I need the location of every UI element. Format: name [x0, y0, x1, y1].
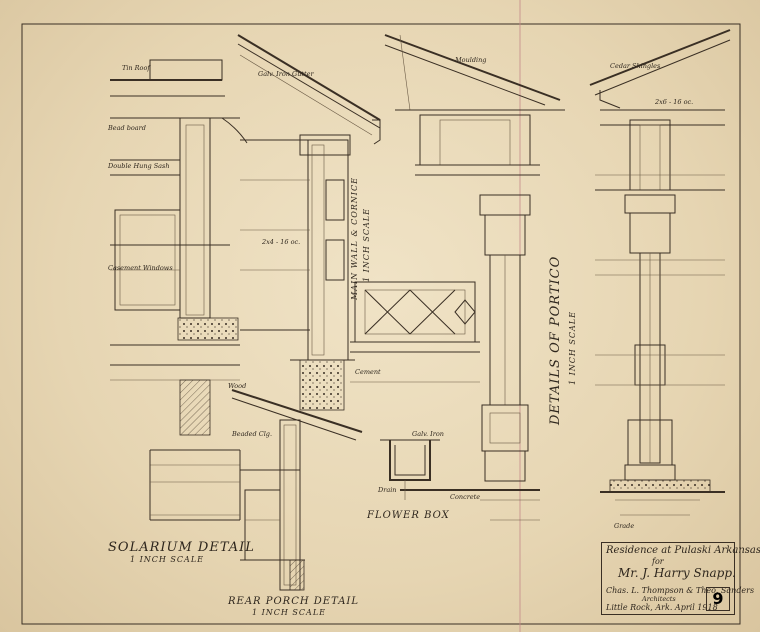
note-grade: Grade: [614, 522, 635, 530]
title-block-project: Residence at Pulaski Arkansas: [606, 545, 760, 556]
flower-box-detail: [380, 439, 440, 500]
note-2x6: 2x6 - 16 oc.: [655, 98, 694, 106]
note-cement: Cement: [355, 368, 381, 376]
title-block: Residence at Pulaski Arkansas for Mr. J.…: [601, 542, 760, 615]
note-cedar-shingles: Cedar Shingles: [610, 62, 661, 70]
sheet-number: 9: [706, 587, 730, 611]
note-casement: Casement Windows: [108, 264, 173, 272]
solarium-detail-title: SOLARIUM DETAIL: [108, 540, 255, 555]
note-wood: Wood: [228, 382, 247, 390]
note-tin-roof: Tin Roof: [122, 64, 150, 72]
solarium-detail: [110, 59, 248, 521]
note-beaded-ceiling: Beaded Clg.: [232, 430, 273, 438]
title-block-for: for: [652, 557, 664, 566]
rear-porch-detail-title: REAR PORCH DETAIL: [228, 596, 360, 607]
note-concrete: Concrete: [450, 493, 481, 501]
title-block-location-date: Little Rock, Ark. April 1918: [606, 603, 718, 612]
note-bead-board: Bead board: [108, 124, 146, 132]
note-gutter: Galv. Iron Gutter: [258, 70, 314, 78]
portico-details-title: DETAILS OF PORTICO: [548, 255, 563, 425]
main-wall-cornice-detail: [237, 34, 381, 411]
portico-column-detail: [384, 34, 565, 521]
note-galv-iron: Galv. Iron: [412, 430, 444, 438]
rear-porch-detail: [231, 389, 363, 591]
note-double-hung: Double Hung Sash: [108, 162, 170, 170]
main-wall-scale: 1 INCH SCALE: [362, 208, 371, 282]
sheet-border: [21, 23, 741, 625]
column-section-detail: [589, 29, 731, 516]
note-moulding: Moulding: [455, 56, 487, 64]
note-2x4: 2x4 - 16 oc.: [262, 238, 301, 246]
balustrade-detail: [350, 281, 480, 383]
solarium-detail-scale: 1 INCH SCALE: [130, 555, 204, 564]
flower-box-title: FLOWER BOX: [367, 510, 450, 521]
title-block-architects-names: Chas. L. Thompson & Theo. Sanders: [606, 586, 755, 595]
title-block-architects-label: Architects: [642, 595, 676, 603]
title-block-client: Mr. J. Harry Snapp.: [618, 566, 736, 580]
portico-details-scale: 1 INCH SCALE: [568, 311, 577, 385]
rear-porch-detail-scale: 1 INCH SCALE: [252, 608, 326, 617]
main-wall-title: MAIN WALL & CORNICE: [350, 177, 359, 300]
note-drain: Drain: [378, 486, 397, 494]
